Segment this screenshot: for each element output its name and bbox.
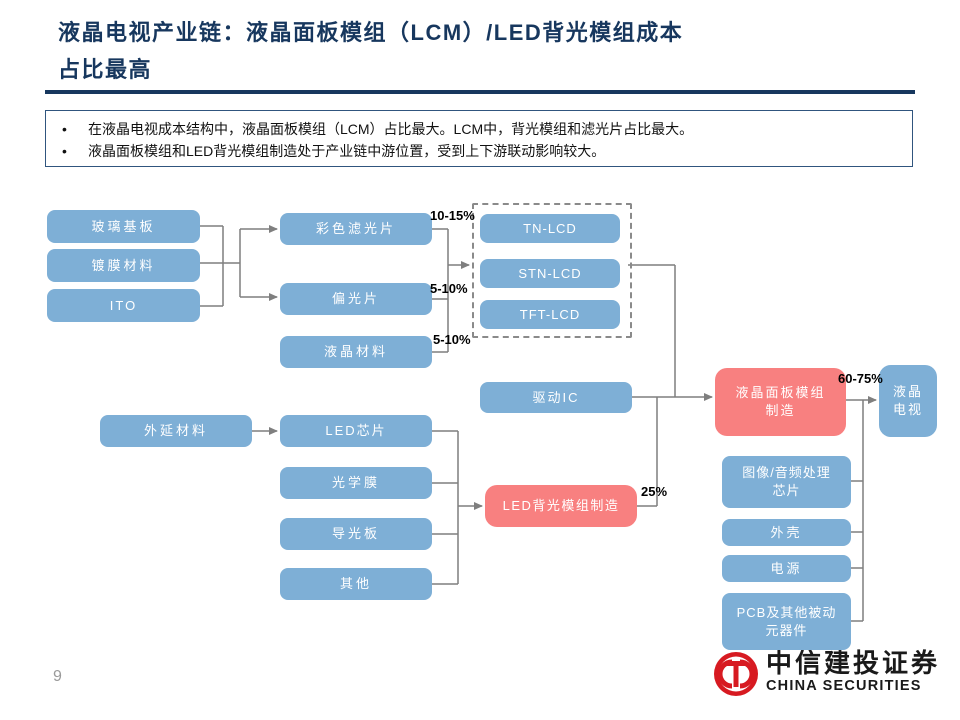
node-optical-film: 光学膜 — [280, 467, 432, 499]
node-av-processing-chip: 图像/音频处理芯片 — [722, 456, 851, 508]
logo-text: 中信建投证券 CHINA SECURITIES — [766, 650, 940, 695]
summary-bullet-2-text: 液晶面板模组和LED背光模组制造处于产业链中游位置，受到上下游联动影响较大。 — [88, 143, 606, 159]
company-logo: 中信建投证券 CHINA SECURITIES — [712, 650, 940, 698]
node-lcd-tv: 液晶电视 — [879, 365, 937, 437]
pct-polarizer: 5-10% — [430, 281, 468, 296]
summary-bullet-1-text: 在液晶电视成本结构中，液晶面板模组（LCM）占比最大。LCM中，背光模组和滤光片… — [88, 121, 694, 137]
pct-color-filter: 10-15% — [430, 208, 475, 223]
pct-lc-material: 5-10% — [433, 332, 471, 347]
node-shell: 外壳 — [722, 519, 851, 546]
summary-bullet-1: • 在液晶电视成本结构中，液晶面板模组（LCM）占比最大。LCM中，背光模组和滤… — [62, 118, 898, 140]
node-driver-ic: 驱动IC — [480, 382, 632, 413]
node-epitaxy-material: 外延材料 — [100, 415, 252, 447]
logo-name-cn: 中信建投证券 — [766, 649, 941, 678]
node-lcm-mfg: 液晶面板模组制造 — [715, 368, 846, 436]
lcd-types-group — [472, 203, 632, 338]
pct-led-backlight: 25% — [641, 484, 668, 499]
node-color-filter: 彩色滤光片 — [280, 213, 432, 245]
node-led-backlight-module-mfg: LED背光模组制造 — [485, 485, 637, 527]
node-glass-substrate: 玻璃基板 — [47, 210, 200, 243]
page-number: 9 — [53, 668, 62, 685]
node-lc-material: 液晶材料 — [280, 336, 432, 368]
summary-bullet-2: • 液晶面板模组和LED背光模组制造处于产业链中游位置，受到上下游联动影响较大。 — [62, 140, 898, 162]
bullet-icon: • — [62, 143, 67, 159]
pct-lcm: 60-75% — [838, 371, 883, 386]
node-tft-lcd: TFT-LCD — [480, 300, 620, 329]
node-pcb-passive-components: PCB及其他被动元器件 — [722, 593, 851, 650]
summary-box: • 在液晶电视成本结构中，液晶面板模组（LCM）占比最大。LCM中，背光模组和滤… — [45, 110, 913, 167]
node-stn-lcd: STN-LCD — [480, 259, 620, 288]
node-led-chip: LED芯片 — [280, 415, 432, 447]
page-title: 液晶电视产业链：液晶面板模组（LCM）/LED背光模组成本 占比最高 — [58, 14, 918, 88]
page-title-line1: 液晶电视产业链：液晶面板模组（LCM）/LED背光模组成本 — [58, 20, 684, 45]
node-other: 其他 — [280, 568, 432, 600]
node-light-guide-plate: 导光板 — [280, 518, 432, 550]
title-divider — [45, 90, 915, 94]
node-ito: ITO — [47, 289, 200, 322]
node-coating-material: 镀膜材料 — [47, 249, 200, 282]
logo-name-en: CHINA SECURITIES — [766, 678, 922, 694]
citic-emblem-icon — [714, 652, 758, 696]
node-polarizer: 偏光片 — [280, 283, 432, 315]
node-power-supply: 电源 — [722, 555, 851, 582]
page-title-line2: 占比最高 — [58, 57, 153, 82]
node-tn-lcd: TN-LCD — [480, 214, 620, 243]
bullet-icon: • — [62, 121, 67, 137]
